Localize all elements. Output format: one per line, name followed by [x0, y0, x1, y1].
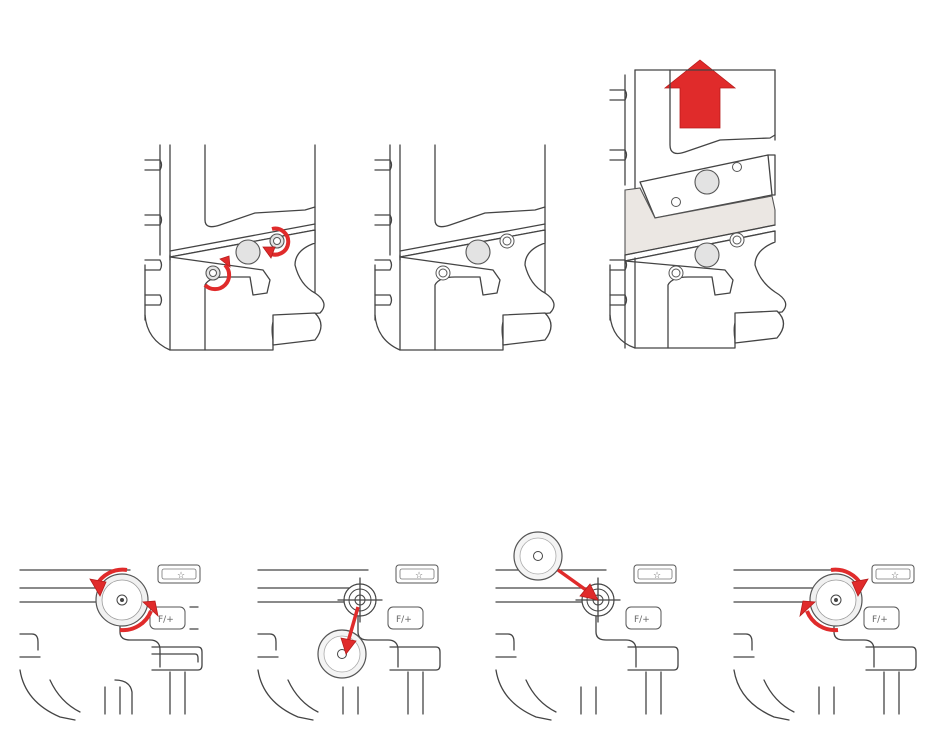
panel-slide-off-cover: [610, 60, 786, 348]
f-key-label: F/+: [872, 615, 888, 625]
star-button: ☆: [872, 565, 914, 583]
f-button: F/+: [864, 607, 899, 629]
panel-remove-knob: ☆ F/+: [258, 565, 440, 720]
star-button: ☆: [634, 565, 676, 583]
panel-unscrew-knob: ☆ F/+: [20, 565, 202, 720]
panel-screws-removed: [375, 145, 554, 350]
star-button: ☆: [396, 565, 438, 583]
panel-unscrew-screws: [145, 145, 324, 350]
f-key-label: F/+: [634, 615, 650, 625]
f-key-label: F/+: [396, 615, 412, 625]
f-key-label: F/+: [158, 615, 174, 625]
star-key-label: ☆: [415, 571, 423, 581]
star-key-label: ☆: [653, 571, 661, 581]
star-key-label: ☆: [891, 571, 899, 581]
f-button: F/+: [626, 607, 661, 629]
star-button: ☆: [158, 565, 200, 583]
panel-insert-knob: ☆ F/+: [496, 532, 678, 720]
f-button: F/+: [388, 607, 423, 629]
panel-tighten-knob: ☆ F/+: [734, 565, 916, 720]
star-key-label: ☆: [177, 571, 185, 581]
